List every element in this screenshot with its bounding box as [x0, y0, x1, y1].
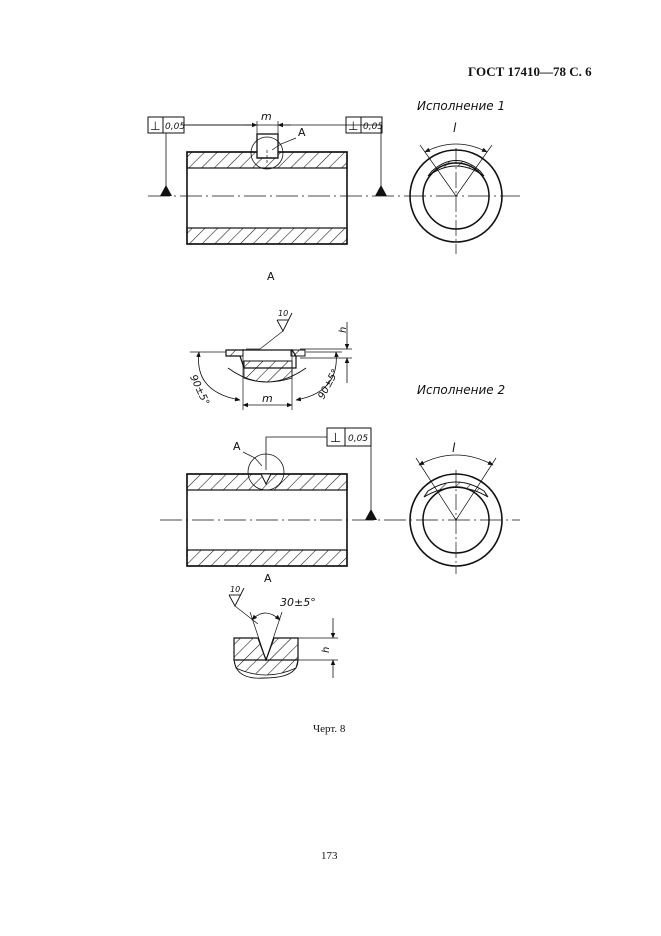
angle-l-label: l: [453, 121, 457, 135]
roughness-value: 10: [230, 585, 240, 594]
detail2-group: 10 30±5° h: [228, 585, 338, 679]
document-header: ГОСТ 17410—78 С. 6: [468, 64, 592, 79]
variant1-title: Исполнение 1: [417, 99, 505, 113]
variant1-tolerance-frame-left: ⊥ 0,05: [147, 116, 185, 134]
angle-label: 30±5°: [280, 596, 316, 609]
roughness-value: 10: [278, 309, 288, 318]
dim-m-label: m: [262, 392, 273, 405]
detail-circle-a: [250, 136, 284, 170]
figure-caption: Черт. 8: [313, 723, 346, 735]
tolerance-value-left: 0,05: [165, 122, 185, 132]
datum-triangle-left: [160, 185, 172, 196]
detail-circle-a: [247, 453, 285, 491]
angle-left-label: 90±5°: [187, 373, 211, 407]
variant2-title: Исполнение 2: [417, 383, 505, 397]
angle-right-label: 90±5°: [316, 367, 341, 401]
leader-label-a: А: [233, 440, 241, 453]
angle-l-label: l: [452, 441, 456, 455]
dim-m-label: m: [261, 110, 272, 123]
perpendicularity-icon: ⊥: [348, 119, 358, 133]
perpendicularity-icon: ⊥: [150, 119, 160, 133]
dim-h-label: h: [321, 647, 332, 653]
tolerance-value: 0,05: [348, 434, 368, 444]
view-label-a: А: [264, 572, 272, 585]
variant2-end-view: l: [409, 441, 503, 574]
variant2-group: Исполнение 2 ⊥ 0,05 А: [160, 383, 520, 585]
datum-triangle-right: [375, 185, 387, 196]
leader-label-a: А: [298, 126, 306, 139]
variant2-tolerance-frame: ⊥ 0,05: [326, 427, 372, 447]
view-label-a: А: [267, 270, 275, 283]
variant1-end-view: l: [409, 121, 503, 254]
datum-triangle: [365, 509, 377, 520]
page-number: 173: [321, 850, 338, 862]
variant1-group: Исполнение 1 ⊥ 0,05 ⊥ 0,05: [147, 99, 520, 283]
tolerance-value-right: 0,05: [363, 122, 383, 132]
detail1-group: 10 h 90±5° 90±5° m: [187, 309, 352, 410]
perpendicularity-icon: ⊥: [330, 431, 341, 446]
dim-h-label: h: [338, 327, 349, 333]
